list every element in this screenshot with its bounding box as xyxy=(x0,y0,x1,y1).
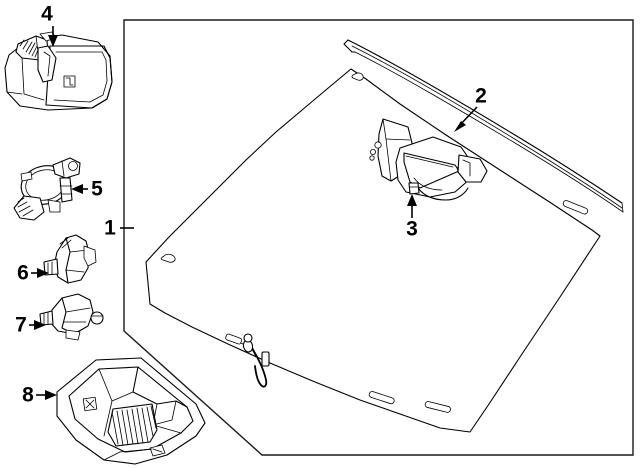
arrowhead-6 xyxy=(37,268,49,278)
callout-label-2: 2 xyxy=(475,85,487,108)
callout-label-4: 4 xyxy=(41,3,53,26)
part-sun-visor-bracket-right xyxy=(39,293,104,341)
callout-8: 8 xyxy=(22,384,57,407)
callout-5: 5 xyxy=(71,178,103,201)
callout-label-6: 6 xyxy=(17,262,29,285)
callout-label-1: 1 xyxy=(104,217,116,240)
callout-6: 6 xyxy=(17,262,49,285)
arrowhead-3 xyxy=(407,194,417,206)
arrowhead-2 xyxy=(454,121,466,132)
callout-4: 4 xyxy=(41,3,58,47)
part-inside-rear-view-mirror xyxy=(4,31,113,111)
arrowhead-7 xyxy=(34,320,46,330)
arrowhead-4 xyxy=(48,35,58,47)
callout-label-3: 3 xyxy=(406,218,418,241)
part-overhead-console xyxy=(56,357,206,465)
callout-label-5: 5 xyxy=(91,178,103,201)
part-mirror-bracket-assembly xyxy=(369,118,488,201)
callout-1: 1 xyxy=(104,217,134,240)
glass-wire-harness xyxy=(225,333,270,388)
diagram-frame xyxy=(123,19,634,456)
callout-7: 7 xyxy=(15,314,46,337)
glass-detail-slots xyxy=(160,72,589,413)
callout-label-7: 7 xyxy=(15,314,27,337)
arrowhead-5 xyxy=(71,184,83,194)
callout-label-8: 8 xyxy=(22,384,34,407)
part-windshield-glass xyxy=(145,68,601,433)
part-sun-visor-bracket-left xyxy=(43,234,97,284)
callout-2: 2 xyxy=(454,85,487,132)
arrowhead-8 xyxy=(45,390,57,400)
callout-3: 3 xyxy=(406,194,418,241)
part-upper-molding xyxy=(343,39,624,213)
part-rain-light-sensor xyxy=(13,157,81,221)
